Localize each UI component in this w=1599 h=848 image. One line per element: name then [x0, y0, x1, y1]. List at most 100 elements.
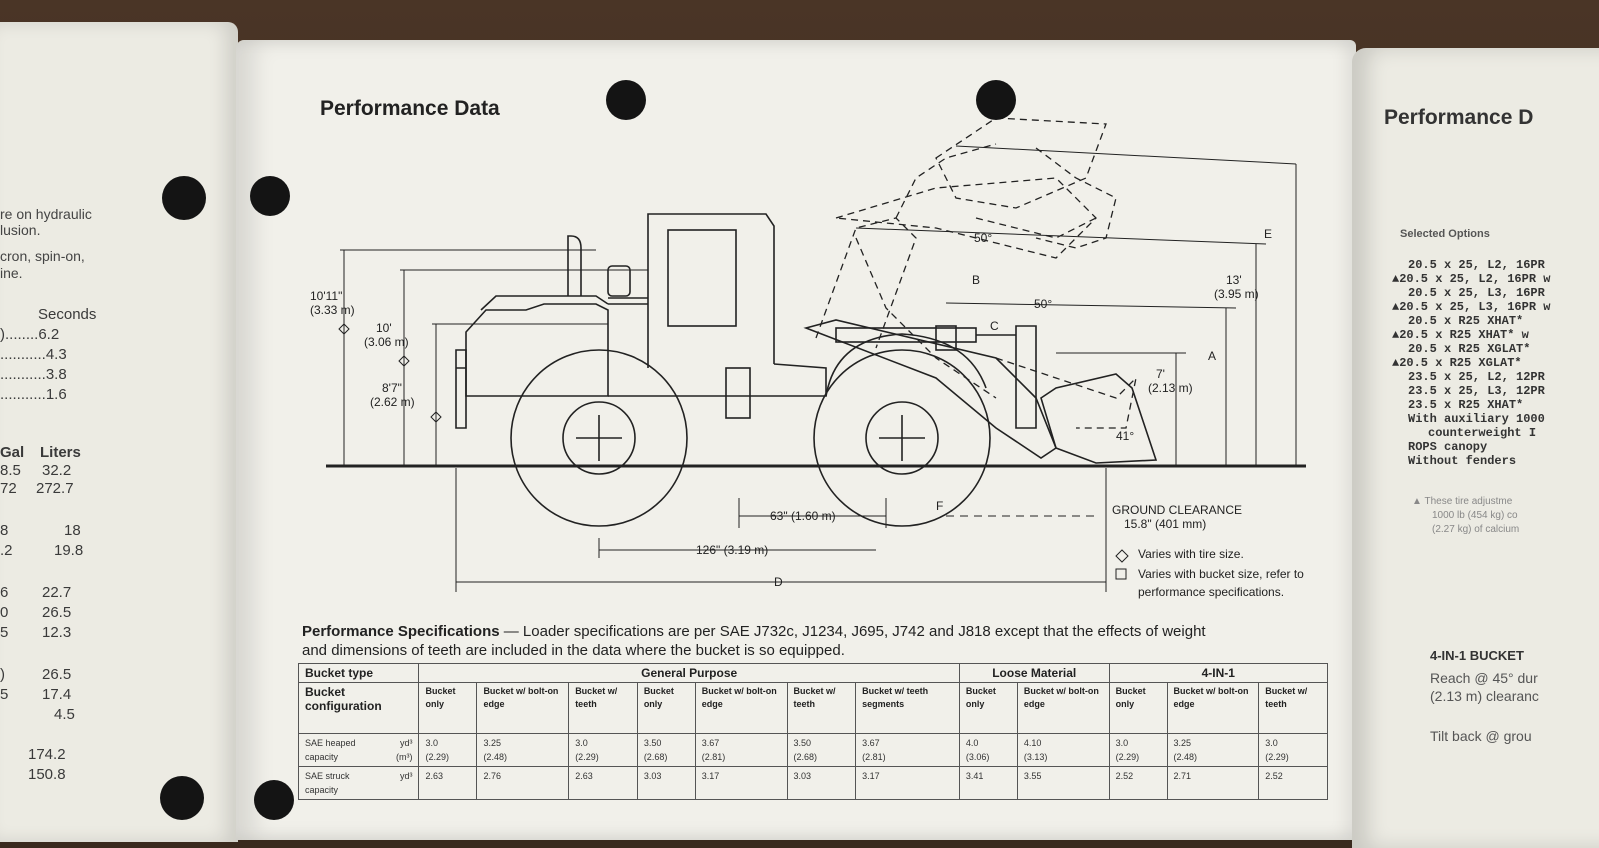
gal-value: 5: [0, 624, 9, 641]
square-symbol: [1115, 568, 1127, 580]
lower-text-line: Reach @ 45° dur: [1430, 670, 1538, 686]
row-label: SAE heaped capacity: [298, 733, 390, 767]
config-cell: Bucket only: [1108, 682, 1168, 734]
value-cell: 3.50(2.68): [636, 733, 696, 767]
lower-text-line: Tilt back @ grou: [1430, 728, 1532, 744]
value-cell: 4.0(3.06): [958, 733, 1018, 767]
option-line: 20.5 x 25, L2, 16PR: [1408, 258, 1545, 272]
value-cell: 3.67(2.81): [855, 733, 960, 767]
footnote-line: ▲ These tire adjustme: [1412, 496, 1513, 507]
dim-label: E: [1264, 227, 1272, 241]
bucket-lowered: [1040, 373, 1158, 464]
option-line: ▲20.5 x R25 XHAT* w: [1392, 328, 1529, 342]
unit-label: yd³: [399, 738, 413, 748]
seconds-row: ...........1.6: [0, 386, 67, 403]
liters-value: 19.8: [54, 542, 84, 559]
config-cell: Bucket w/ teeth segments: [855, 682, 960, 734]
dim-label: (2.13 m): [1148, 381, 1193, 395]
front-hub: [865, 401, 939, 475]
binder-hole: [606, 80, 646, 120]
config-cell: Bucket only: [636, 682, 696, 734]
dim-label: 13': [1226, 273, 1242, 287]
option-line: With auxiliary 1000: [1408, 412, 1545, 426]
dim-label: C: [990, 319, 999, 333]
config-cell: Bucket w/ bolt-on edge: [476, 682, 570, 734]
seconds-row: ...........3.8: [0, 366, 67, 383]
option-line: Without fenders: [1408, 454, 1517, 468]
gal-value: .2: [0, 542, 13, 559]
config-cell: Bucket w/ bolt-on edge: [1166, 682, 1260, 734]
value-cell: 3.50(2.68): [786, 733, 857, 767]
value-cell: 3.25(2.48): [476, 733, 570, 767]
left-text-line: ine.: [0, 265, 23, 281]
option-line: ▲20.5 x 25, L2, 16PR w: [1392, 272, 1551, 286]
angle-label: 50°: [1034, 297, 1052, 311]
binder-hole: [254, 780, 294, 820]
value-cell: 3.55: [1016, 766, 1110, 800]
group-header: 4-IN-1: [1108, 663, 1329, 683]
option-line: 23.5 x 25, L2, 12PR: [1408, 370, 1545, 384]
unit-label: (m³): [395, 752, 413, 762]
value-cell: 3.41: [958, 766, 1018, 800]
unit-cell: yd³ (m³): [389, 733, 420, 767]
lower-text-line: (2.13 m) clearanc: [1430, 688, 1539, 704]
binder-hole: [162, 176, 206, 220]
gal-value: 8.5: [0, 462, 21, 479]
group-header: General Purpose: [418, 663, 960, 683]
seconds-header: Seconds: [38, 306, 97, 323]
legend-tire: Varies with tire size.: [1138, 547, 1244, 561]
config-cell: Bucket w/ bolt-on edge: [694, 682, 788, 734]
liters-value: 26.5: [42, 604, 72, 621]
liters-value: 174.2: [28, 746, 66, 763]
main-page: Performance Data: [236, 40, 1356, 840]
liters-value: 12.3: [42, 624, 72, 641]
row-label: SAE struck capacity: [298, 766, 390, 800]
value-cell: 3.03: [636, 766, 696, 800]
option-line: 20.5 x 25, L3, 16PR: [1408, 286, 1545, 300]
unit-label: yd³: [389, 766, 420, 800]
option-line: 20.5 x R25 XGLAT*: [1408, 342, 1531, 356]
liters-value: 272.7: [36, 480, 74, 497]
perf-subheading: and dimensions of teeth are included in …: [302, 642, 845, 659]
option-line: 20.5 x R25 XHAT*: [1408, 314, 1524, 328]
group-header: Loose Material: [958, 663, 1110, 683]
binder-hole: [250, 176, 290, 216]
rear-body: [465, 303, 609, 397]
legend-bucket: Varies with bucket size, refer to: [1138, 567, 1304, 581]
value-cell: 3.0(2.29): [1108, 733, 1168, 767]
value-cell: 2.52: [1108, 766, 1168, 800]
config-cell: Bucket w/ teeth: [1258, 682, 1328, 734]
dim-label: (3.33 m): [310, 303, 355, 317]
loader-diagram: 10'11" (3.33 m) 10' (3.06 m) 8'7" (2.62 …: [310, 117, 1306, 599]
bucket-section-title: 4-IN-1 BUCKET: [1430, 648, 1524, 663]
option-line: ROPS canopy: [1408, 440, 1488, 454]
value-cell: 3.0(2.29): [568, 733, 638, 767]
ground-clearance-label: GROUND CLEARANCE: [1112, 503, 1242, 517]
left-page: re on hydraulic lusion. cron, spin-on, i…: [0, 22, 238, 842]
config-cell: Bucket w/ bolt-on edge: [1016, 682, 1110, 734]
ground-clearance-value: 15.8" (401 mm): [1124, 517, 1206, 531]
option-line: ▲20.5 x R25 XGLAT*: [1392, 356, 1522, 370]
dim-label: F: [936, 499, 943, 513]
right-page: Performance D Selected Options 20.5 x 25…: [1352, 48, 1599, 848]
gal-value: 72: [0, 480, 17, 497]
table-row: Bucket type General Purpose Loose Materi…: [297, 663, 1329, 683]
binder-hole: [976, 80, 1016, 120]
config-cell: Bucket w/ teeth: [786, 682, 857, 734]
gal-value: ): [0, 666, 5, 683]
gal-value: 5: [0, 686, 9, 703]
config-cell: Bucket only: [958, 682, 1018, 734]
option-line: 23.5 x R25 XHAT*: [1408, 398, 1524, 412]
rear-tire: [510, 349, 688, 527]
config-cell: Bucket w/ teeth: [568, 682, 638, 734]
binder-hole: [160, 776, 204, 820]
liters-value: 32.2: [42, 462, 72, 479]
spec-table: Bucket type General Purpose Loose Materi…: [297, 663, 1329, 800]
footnote-line: 1000 lb (454 kg) co: [1432, 510, 1518, 521]
value-cell: 3.67(2.81): [694, 733, 788, 767]
cab-frame: [647, 213, 775, 368]
liters-value: 18: [64, 522, 81, 539]
value-cell: 3.25(2.48): [1166, 733, 1260, 767]
value-cell: 2.76: [476, 766, 570, 800]
diamond-symbol: [1115, 549, 1129, 563]
